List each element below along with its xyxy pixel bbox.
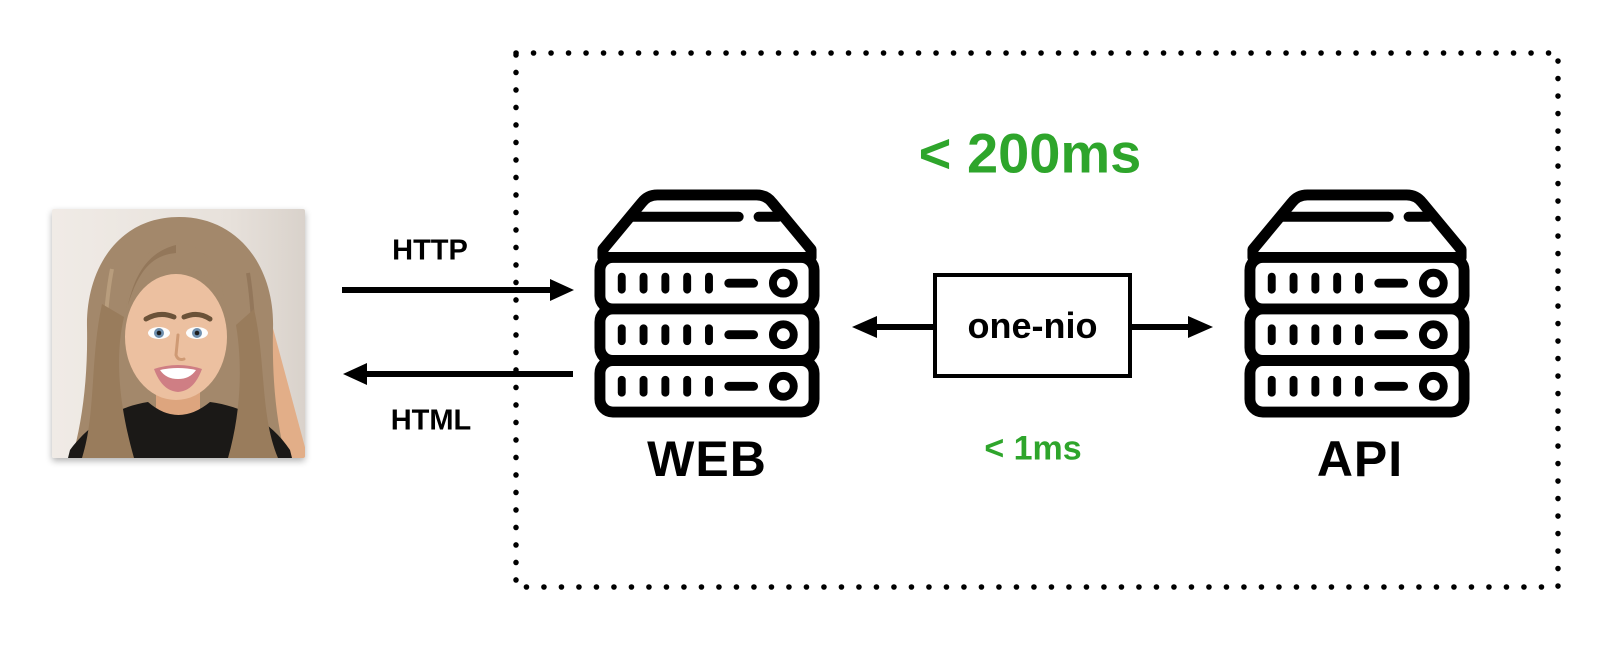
one-nio-to-web-arrow — [852, 316, 933, 338]
one-nio-label: one-nio — [967, 304, 1098, 346]
user-portrait-illustration — [52, 209, 305, 458]
http-label: HTTP — [392, 234, 468, 267]
html-response-arrow — [343, 363, 573, 385]
web-server-label: WEB — [647, 431, 767, 487]
api-server-label: API — [1316, 431, 1404, 487]
one-nio-to-api-arrow — [1132, 316, 1213, 338]
one-nio-latency-label: < 1ms — [984, 429, 1082, 468]
user-photo — [52, 209, 305, 458]
total-latency-label: < 200ms — [918, 121, 1142, 185]
http-request-arrow — [342, 279, 574, 301]
web-server-icon — [592, 188, 822, 418]
one-nio-box: one-nio — [933, 273, 1132, 378]
html-label: HTML — [390, 404, 472, 437]
api-server-icon — [1242, 188, 1472, 418]
